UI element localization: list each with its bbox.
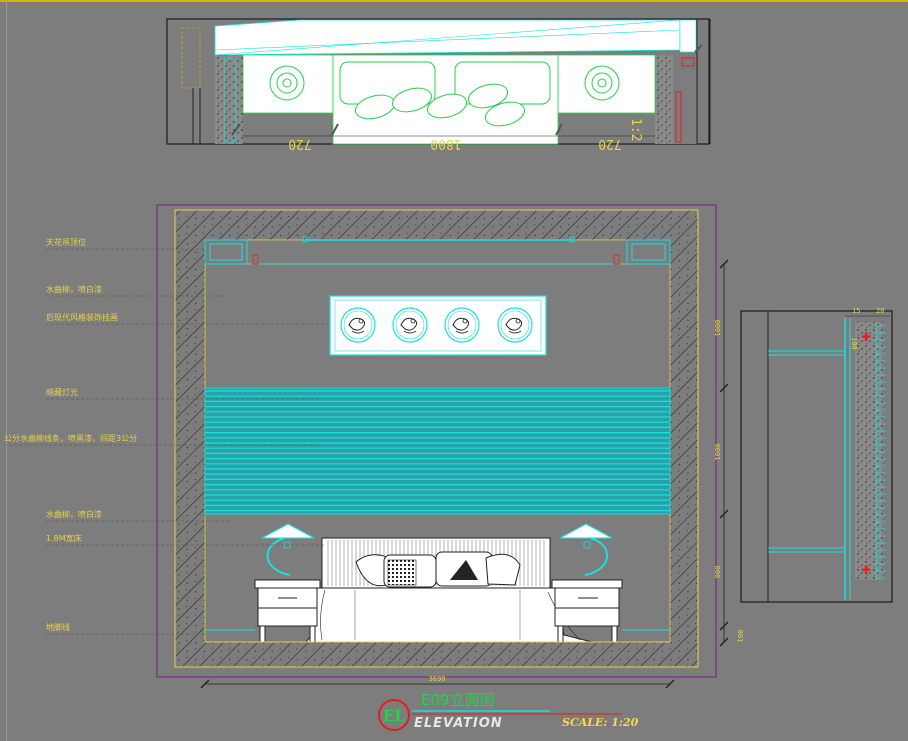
dim-right-2: 0001 — [713, 444, 721, 461]
title-name: E09立面图 — [421, 691, 495, 709]
section-strip-ticks — [876, 325, 886, 579]
label-bed: 1.8M宽床 — [46, 533, 82, 543]
medallion — [444, 307, 480, 343]
section-view: ✚ ✚ 15 20 100 — [740, 307, 893, 603]
left-lamp — [261, 523, 315, 576]
right-lamp — [559, 523, 613, 576]
right-nightstand — [551, 579, 623, 643]
dim-right-3: 006 — [713, 566, 721, 579]
svg-text:✚: ✚ — [861, 563, 871, 577]
dim-overall-width: 3690 — [429, 675, 446, 683]
annotations: 天花吊顶位 水曲柳，喷白漆 后现代风格装饰挂画 暗藏灯光 公分水曲柳线条，喷黑漆… — [4, 237, 330, 635]
label-hidden-light: 暗藏灯光 — [46, 387, 78, 397]
medallion — [497, 307, 533, 343]
medallion — [392, 307, 428, 343]
dim-right-1: 0001 — [713, 320, 721, 337]
section-dim-b: 20 — [876, 307, 884, 315]
svg-text:✚: ✚ — [861, 330, 871, 344]
top-border-line — [0, 0, 908, 2]
medallion — [340, 307, 376, 343]
elevation-view: 3690 0001 0001 006 001 — [156, 204, 744, 689]
plan-view: 720 1800 720 1:2 — [166, 18, 711, 151]
painting-medallions — [340, 307, 533, 343]
title-code: EL — [383, 707, 405, 725]
title-elevation: ELEVATION — [414, 716, 503, 731]
title-block: EL E09立面图 ELEVATION SCALE: 1:20 — [378, 691, 639, 731]
left-border-line — [6, 0, 7, 741]
plan-dim-left: 720 — [288, 136, 311, 151]
section-dim-a: 100 — [850, 337, 858, 350]
plan-dim-scale: 1:2 — [628, 118, 643, 141]
label-skirting: 地脚线 — [46, 622, 70, 632]
section-dim-c: 15 — [852, 307, 860, 315]
label-ceiling: 天花吊顶位 — [46, 237, 86, 247]
wood-strips — [205, 390, 670, 512]
label-wood-paint-top: 水曲柳，喷白漆 — [46, 284, 102, 294]
left-nightstand — [254, 579, 321, 643]
dim-right-4: 001 — [736, 630, 744, 643]
plan-dim-right: 720 — [598, 136, 621, 151]
label-painting: 后现代风格装饰挂画 — [46, 312, 118, 322]
plan-dim-mid: 1800 — [430, 136, 461, 151]
title-scale: SCALE: 1:20 — [562, 716, 639, 729]
label-wood-paint-bottom: 水曲柳，喷白漆 — [46, 509, 102, 519]
label-strips: 公分水曲柳线条，喷黑漆，间距3公分 — [4, 433, 137, 443]
